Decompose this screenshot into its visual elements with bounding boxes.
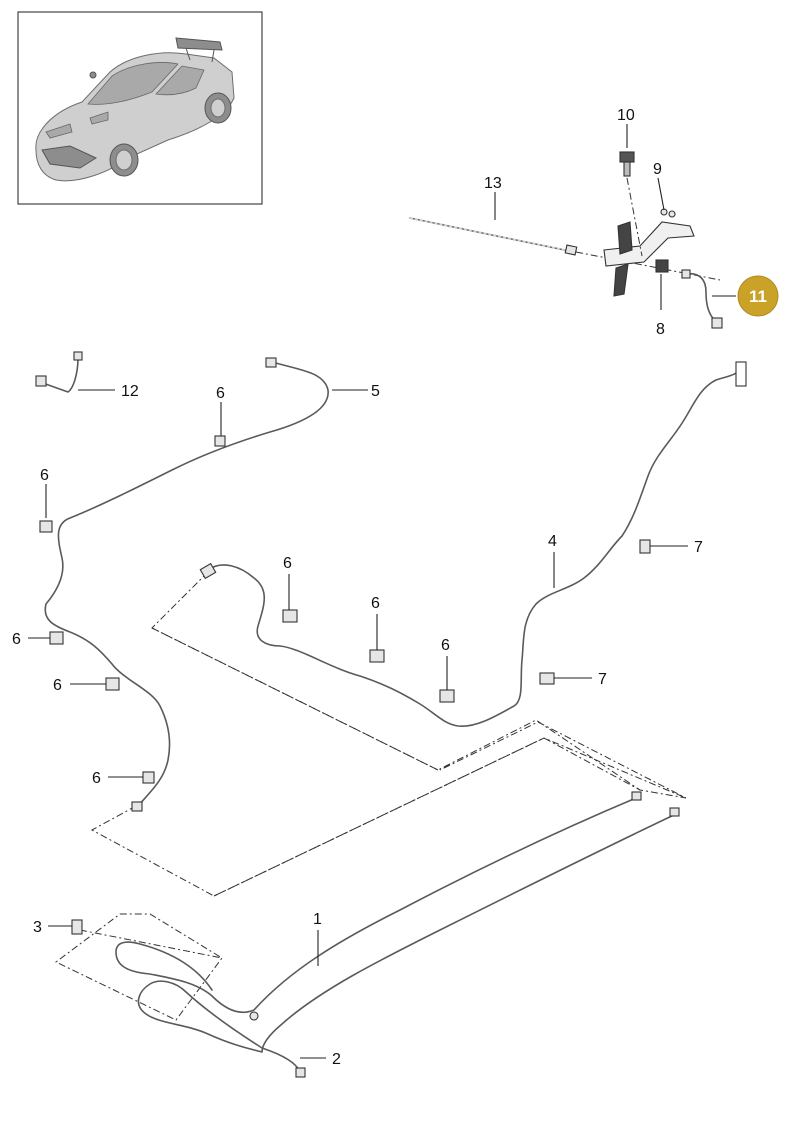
callout-6-e: 6 [92, 770, 101, 787]
callout-2: 2 [332, 1051, 341, 1068]
part-1-brake-line[interactable] [115, 791, 642, 1021]
callout-8: 8 [656, 321, 665, 338]
vehicle-thumbnail[interactable] [17, 11, 263, 205]
clip-6-e[interactable] [142, 771, 155, 784]
part-13-brake-hose[interactable] [409, 217, 578, 256]
callout-7-b: 7 [598, 671, 607, 688]
callout-6-d: 6 [53, 677, 62, 694]
callout-6-b: 6 [40, 467, 49, 484]
callout-11: 11 [749, 287, 767, 306]
callout-9: 9 [653, 161, 662, 178]
part-4-brake-line[interactable] [199, 361, 747, 727]
sports-car-icon [35, 37, 235, 182]
callout-13: 13 [484, 175, 502, 192]
callout-10: 10 [617, 107, 635, 124]
callout-11-badge[interactable]: 11 [737, 275, 779, 317]
callout-7-a: 7 [694, 539, 703, 556]
clip-6-h[interactable] [439, 689, 455, 703]
clip-6-g[interactable] [369, 649, 385, 663]
group-outline-front [90, 571, 687, 897]
part-11-brake-line[interactable] [681, 269, 723, 329]
clip-6-f[interactable] [282, 609, 298, 623]
callout-6-c: 6 [12, 631, 21, 648]
callout-6-h: 6 [441, 637, 450, 654]
clip-6-d[interactable] [105, 677, 120, 691]
callout-6-a: 6 [216, 385, 225, 402]
part-8-nut[interactable] [655, 259, 669, 273]
part-9-bracket[interactable] [603, 208, 695, 297]
clip-6-a[interactable] [214, 435, 226, 447]
clip-6-c[interactable] [49, 631, 64, 645]
part-10-bolt[interactable] [619, 151, 635, 177]
part-2-brake-line[interactable] [137, 807, 680, 1078]
callout-1: 1 [313, 911, 322, 928]
part-5-brake-line[interactable] [44, 357, 329, 812]
leader-lines [28, 124, 736, 1059]
callout-4: 4 [548, 533, 557, 550]
clip-7-b[interactable] [539, 672, 555, 685]
clip-7-a[interactable] [639, 539, 651, 554]
callout-12: 12 [121, 383, 139, 400]
callout-6-f: 6 [283, 555, 292, 572]
group-outline-rear [55, 913, 223, 1021]
clip-6-b[interactable] [39, 520, 53, 533]
part-12-brake-line[interactable] [35, 351, 83, 393]
clip-3[interactable] [71, 919, 83, 935]
callout-6-g: 6 [371, 595, 380, 612]
callout-5: 5 [371, 383, 380, 400]
callout-3: 3 [33, 919, 42, 936]
